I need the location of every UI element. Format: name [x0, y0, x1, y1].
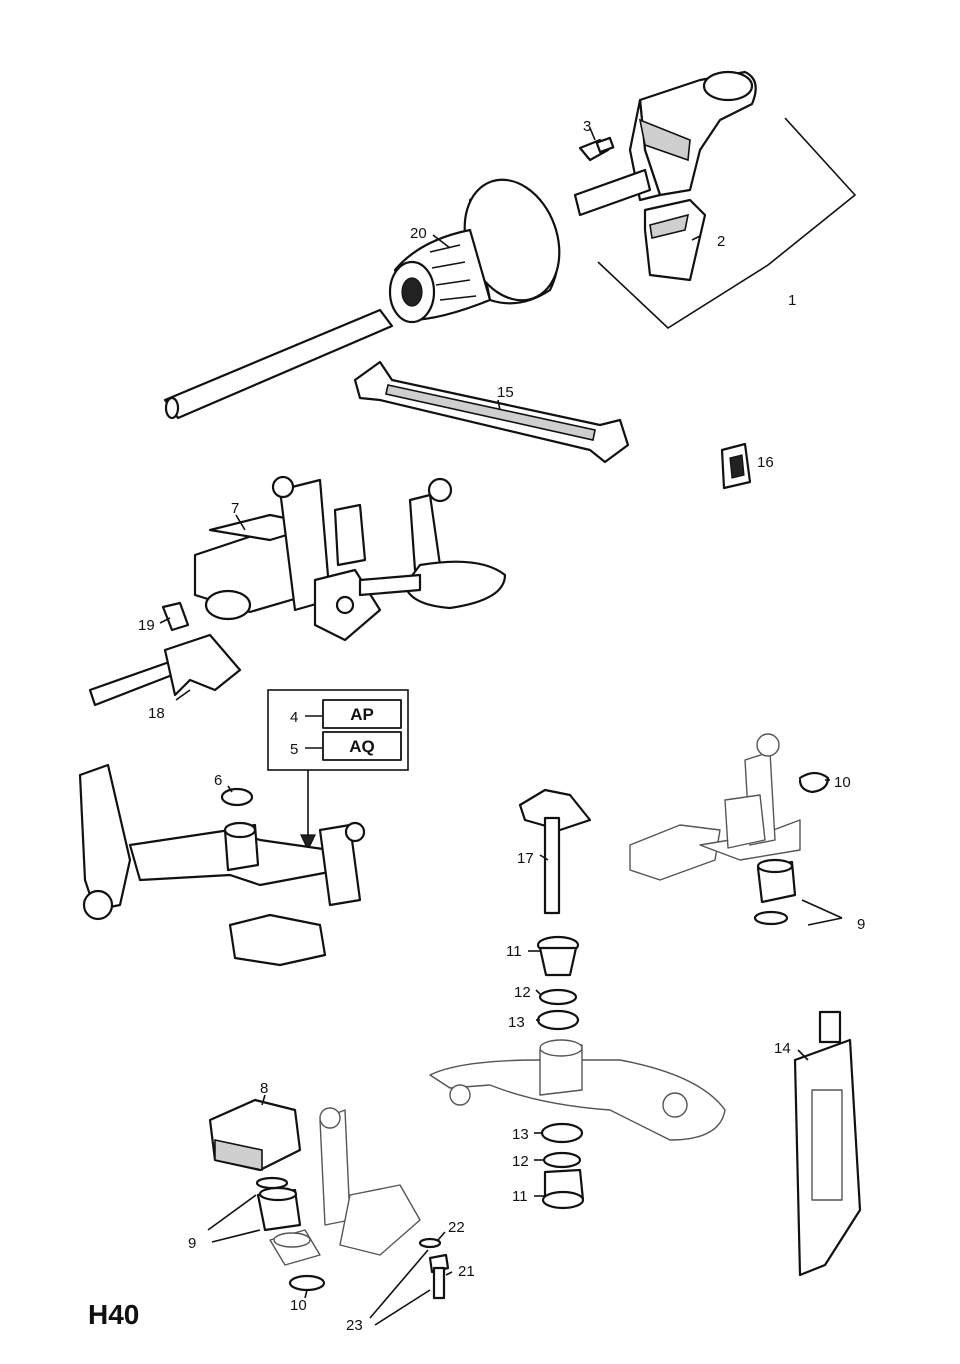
callout-7: 7 — [231, 500, 239, 517]
selector-lever-assembly — [78, 763, 366, 967]
part-8-block — [208, 1098, 302, 1172]
part-18-fork-rod — [88, 633, 242, 707]
callout-22: 22 — [448, 1219, 465, 1236]
part-12-washer-bottom — [542, 1151, 582, 1169]
lower-selector-lever — [269, 1107, 421, 1266]
part-14-grease-tube — [793, 1010, 862, 1277]
part-7-selector-mechanism — [193, 475, 507, 642]
callout-12-bottom: 12 — [512, 1153, 529, 1170]
part-22-washer — [418, 1237, 442, 1249]
callout-23: 23 — [346, 1317, 363, 1334]
part-6-ring — [220, 787, 254, 807]
callout-2: 2 — [717, 233, 725, 250]
callout-4: 4 — [290, 709, 298, 726]
right-selector-assembly — [629, 733, 801, 881]
callout-12-top: 12 — [514, 984, 531, 1001]
part-15-linkage-bar — [353, 360, 630, 464]
callout-11-bottom: 11 — [512, 1188, 528, 1205]
callout-13-bottom: 13 — [512, 1126, 529, 1143]
callout-15: 15 — [497, 384, 514, 401]
callout-17: 17 — [517, 850, 534, 867]
bracket-1 — [597, 117, 857, 330]
callout-8: 8 — [260, 1080, 268, 1097]
callout-11-top: 11 — [506, 943, 522, 960]
part-12-washer-top — [538, 988, 578, 1006]
callout-16: 16 — [757, 454, 774, 471]
callout-6: 6 — [214, 772, 222, 789]
leader-lines — [159, 127, 843, 1326]
part-2-guide-block — [643, 198, 707, 282]
part-16-clip — [720, 442, 752, 490]
part-11-bush-top — [536, 935, 580, 977]
variant-box: AP AQ — [267, 689, 409, 852]
callout-10-upper: 10 — [834, 774, 851, 791]
variant-row-1: AP — [350, 705, 374, 724]
part-9-bush-lower — [255, 1176, 302, 1232]
callout-14: 14 — [774, 1040, 791, 1057]
part-10-circlip-upper — [798, 771, 830, 794]
part-20-rubber-boot — [388, 178, 561, 324]
part-13-ring-top — [536, 1009, 580, 1031]
part-13-ring-bottom — [540, 1122, 584, 1144]
part-1-selector-housing — [573, 70, 757, 217]
part-10-circlip-lower — [288, 1274, 326, 1292]
callout-9-upper: 9 — [857, 916, 865, 933]
callout-1: 1 — [788, 292, 796, 309]
shift-rod — [163, 308, 394, 420]
callout-19: 19 — [138, 617, 155, 634]
part-11-bush-bottom — [541, 1168, 585, 1210]
part-17-pivot-shaft — [518, 788, 592, 915]
callout-13-top: 13 — [508, 1014, 525, 1031]
callout-labels: 1 2 3 20 15 16 7 19 18 4 5 6 10 17 9 11 … — [138, 118, 865, 1334]
callout-20: 20 — [410, 225, 427, 242]
callout-18: 18 — [148, 705, 165, 722]
callout-21: 21 — [458, 1263, 475, 1280]
part-21-bolt — [428, 1253, 450, 1300]
lower-lever-plate — [429, 1039, 726, 1141]
callout-3: 3 — [583, 118, 591, 135]
callout-5: 5 — [290, 741, 298, 758]
variant-row-2: AQ — [349, 737, 375, 756]
part-3-screw — [578, 136, 615, 162]
callout-9-lower: 9 — [188, 1235, 196, 1252]
part-19-pin — [161, 601, 190, 632]
part-9-bush-upper — [753, 858, 797, 926]
callout-10-lower: 10 — [290, 1297, 307, 1314]
diagram-code: H40 — [88, 1299, 139, 1330]
